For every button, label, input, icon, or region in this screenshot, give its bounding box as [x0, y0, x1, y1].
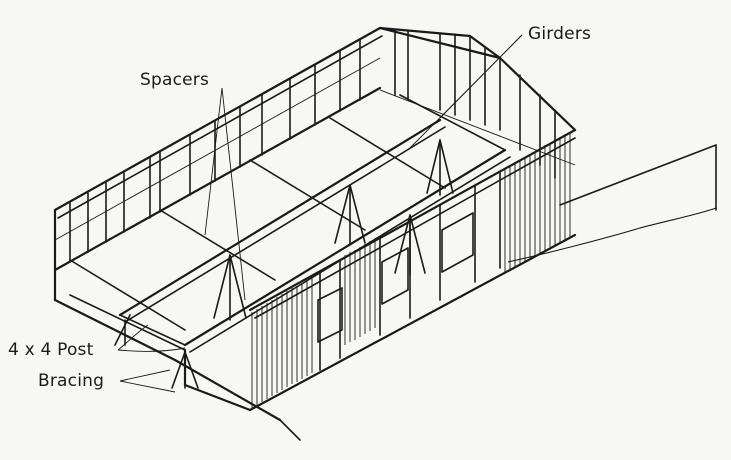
base-sill-left	[53, 298, 282, 422]
cross-spacers	[69, 94, 506, 331]
label-bracing: Bracing	[38, 371, 105, 391]
right-wall-bottom-plate	[248, 233, 577, 412]
post-bracing-4	[426, 139, 454, 196]
back-gable-apex	[469, 35, 501, 59]
post-front-2	[171, 349, 199, 389]
right-wall-top-plate	[248, 128, 577, 312]
post-bracing-3	[394, 214, 426, 276]
right-wall-top-plate-2	[254, 137, 576, 319]
post-bracing-2	[334, 184, 366, 246]
girders-leaders	[407, 34, 523, 151]
right-wall-sheathing-front	[251, 277, 313, 408]
ground-slope	[559, 144, 717, 206]
window-rear	[441, 212, 474, 273]
girder-2b	[189, 156, 511, 353]
right-wall-sheathing-rear	[504, 132, 571, 272]
window-front	[317, 287, 343, 343]
right-wall-sheathing-mid	[344, 238, 376, 345]
post-leaders	[117, 324, 186, 352]
girder-1	[118, 118, 442, 317]
label-post: 4 x 4 Post	[8, 340, 94, 360]
front-end-top	[119, 314, 186, 346]
label-spacers: Spacers	[140, 70, 210, 90]
spacers-leaders	[204, 87, 246, 301]
left-wall-top-plate-2	[57, 35, 383, 219]
bracing-leaders	[119, 369, 176, 393]
left-wall-studs	[69, 39, 361, 263]
window-mid	[381, 247, 409, 305]
girder-1b	[124, 126, 446, 323]
label-girders: Girders	[528, 24, 592, 44]
base-inner-line	[69, 294, 186, 351]
girder-2	[183, 148, 507, 347]
left-wall-bottom-plate	[53, 86, 382, 272]
base-front-line	[279, 419, 301, 441]
post-front-1	[114, 314, 131, 346]
post-bracing-1	[213, 254, 247, 321]
left-wall-top-plate	[53, 26, 382, 212]
left-wall-mid-rail	[54, 57, 381, 241]
back-wall-rail	[379, 89, 576, 166]
